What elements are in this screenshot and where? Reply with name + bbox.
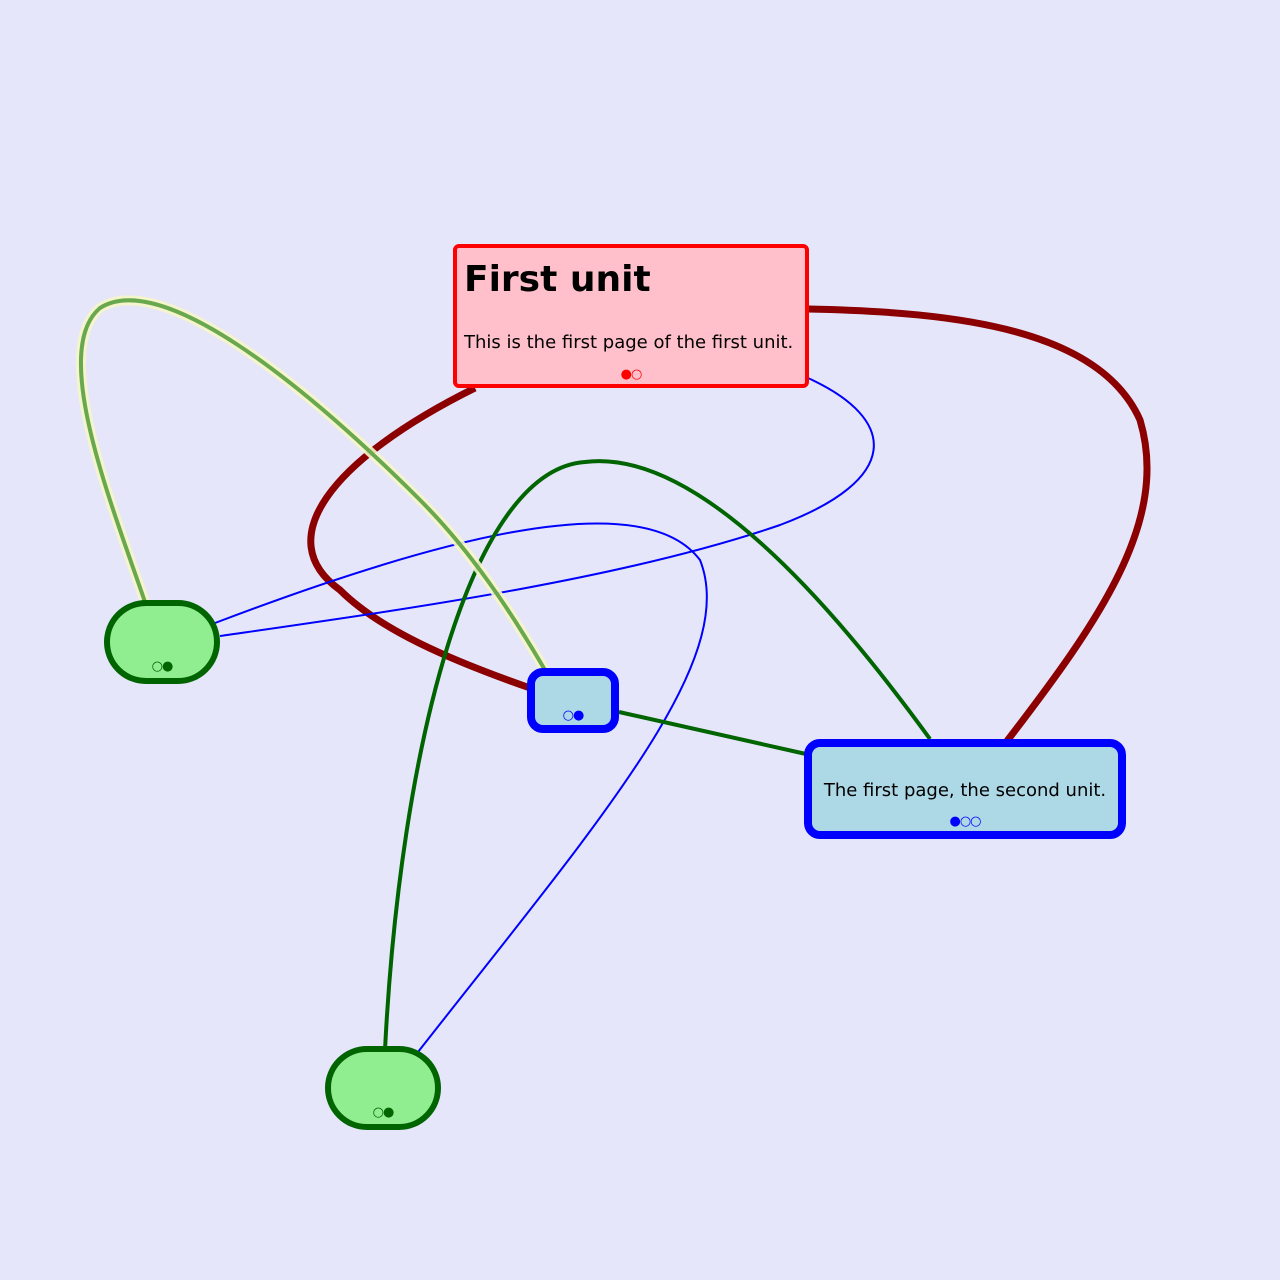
- page-node-blue-small[interactable]: ○●: [527, 668, 619, 733]
- page-node-blue-large[interactable]: The first page, the second unit. ●○○: [804, 739, 1126, 839]
- page-indicator[interactable]: ●○○: [949, 814, 981, 829]
- page-node-green-1[interactable]: ○●: [104, 600, 220, 684]
- page-node-green-2[interactable]: ○●: [325, 1046, 441, 1130]
- page-indicator[interactable]: ○●: [151, 659, 174, 674]
- edge-unit-to-green-1[interactable]: [219, 377, 875, 637]
- edge-unit-to-blue-small[interactable]: [307, 384, 532, 692]
- page-indicator[interactable]: ○●: [562, 708, 585, 723]
- unit-title: First unit: [464, 259, 651, 300]
- edge-unit-to-blue-large[interactable]: [807, 305, 1151, 744]
- unit-first[interactable]: First unit This is the first page of the…: [453, 244, 809, 388]
- page-text: The first page, the second unit.: [823, 780, 1107, 801]
- edge-blue-small-to-blue-large[interactable]: [618, 710, 807, 756]
- edge-green-1-to-green-2[interactable]: [214, 522, 708, 1053]
- page-indicator[interactable]: ○●: [372, 1105, 395, 1120]
- page-indicator[interactable]: ●○: [620, 367, 643, 382]
- unit-text: This is the first page of the first unit…: [464, 332, 794, 353]
